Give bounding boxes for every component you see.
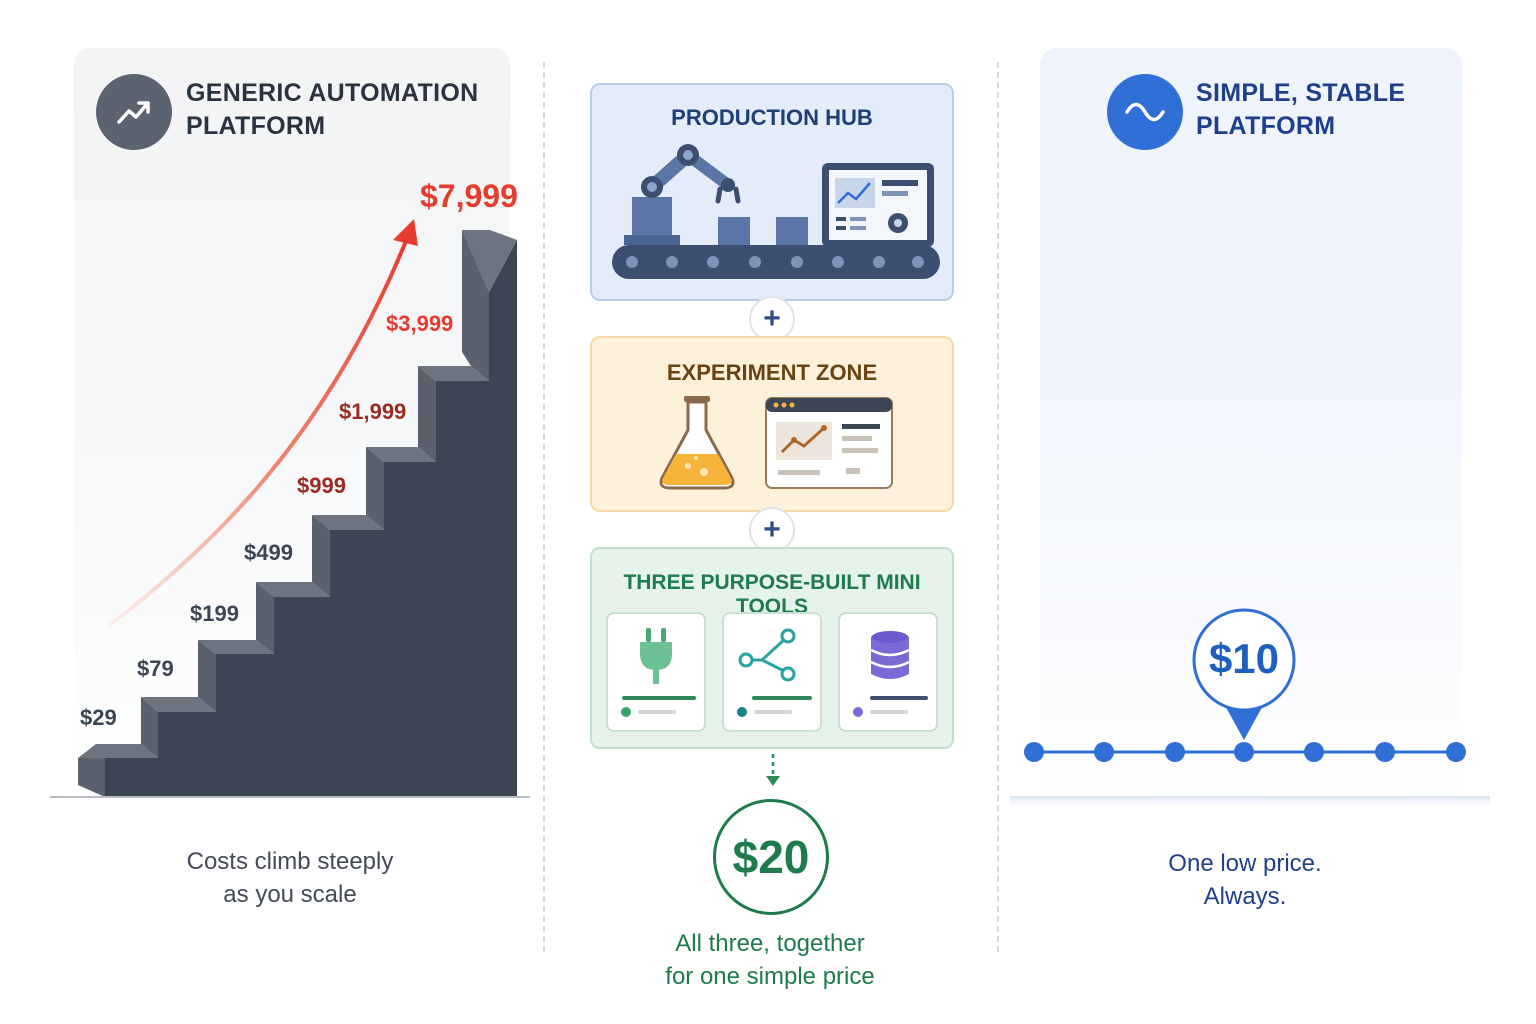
experiment-illustration xyxy=(659,396,893,490)
price-tier-79: $79 xyxy=(137,656,174,681)
price-tier-999: $999 xyxy=(297,473,346,498)
production-hub-box: PRODUCTION HUB xyxy=(590,83,954,301)
price-tier-7999: $7,999 xyxy=(420,178,518,214)
generic-platform-title: GENERIC AUTOMATION PLATFORM xyxy=(186,79,479,140)
stable-platform-title: SIMPLE, STABLE PLATFORM xyxy=(1196,79,1406,140)
cost-growth-arrow xyxy=(108,234,410,627)
price-tier-1999: $1,999 xyxy=(339,399,407,424)
trend-up-icon xyxy=(96,74,172,150)
bundle-price-badge: $20 xyxy=(713,799,829,915)
experiment-zone-box: EXPERIMENT ZONE xyxy=(590,336,954,512)
down-arrow-icon xyxy=(766,754,780,786)
mini-tool-card-1[interactable] xyxy=(606,612,706,732)
divider-right xyxy=(997,62,999,952)
divider-left xyxy=(543,62,545,952)
production-line-illustration xyxy=(612,144,940,279)
price-tier-29: $29 xyxy=(80,705,117,730)
price-tier-199: $199 xyxy=(190,601,239,626)
generic-platform-caption: Costs climb steeply as you scale xyxy=(186,848,394,908)
flat-price-timeline xyxy=(1010,608,1490,810)
experiment-zone-title: EXPERIMENT ZONE xyxy=(666,360,878,385)
staircase-front xyxy=(105,240,517,797)
mini-tool-card-3[interactable] xyxy=(838,612,938,732)
plug-icon xyxy=(621,628,696,717)
nodes-icon xyxy=(737,628,812,717)
price-tier-3999: $3,999 xyxy=(386,311,454,336)
stable-platform-caption: One low price. Always. xyxy=(1168,850,1322,910)
plus-icon-2: + xyxy=(749,507,795,553)
price-tier-499: $499 xyxy=(244,540,293,565)
plus-icon-1: + xyxy=(749,296,795,342)
mini-tool-card-2[interactable] xyxy=(722,612,822,732)
stable-price-badge: $10 xyxy=(1208,635,1280,682)
production-hub-title: PRODUCTION HUB xyxy=(671,105,873,130)
wave-icon xyxy=(1107,74,1183,150)
bundle-caption: All three, together for one simple price xyxy=(665,930,875,990)
database-icon xyxy=(853,631,928,717)
